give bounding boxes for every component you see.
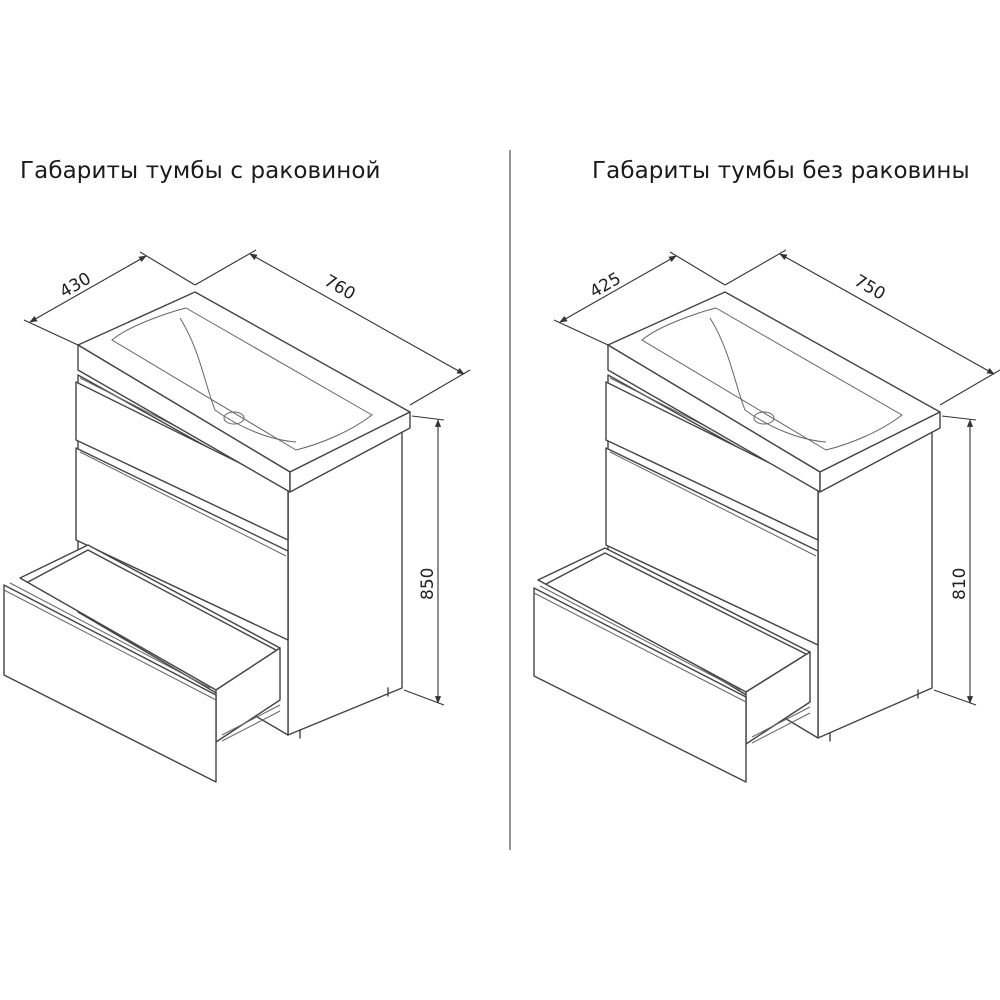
dim-height-left: 850 — [404, 416, 444, 705]
height-label-right: 810 — [950, 568, 970, 600]
width-label-left: 760 — [321, 271, 359, 305]
width-label-right: 750 — [851, 271, 889, 305]
cabinet-without-sink: 425 750 810 — [534, 250, 1000, 782]
dim-height-right: 810 — [934, 416, 976, 705]
height-label-left: 850 — [418, 568, 438, 600]
depth-label-left: 430 — [57, 269, 95, 303]
cabinet-with-sink: 430 760 850 — [4, 250, 470, 782]
depth-label-right: 425 — [587, 269, 625, 303]
